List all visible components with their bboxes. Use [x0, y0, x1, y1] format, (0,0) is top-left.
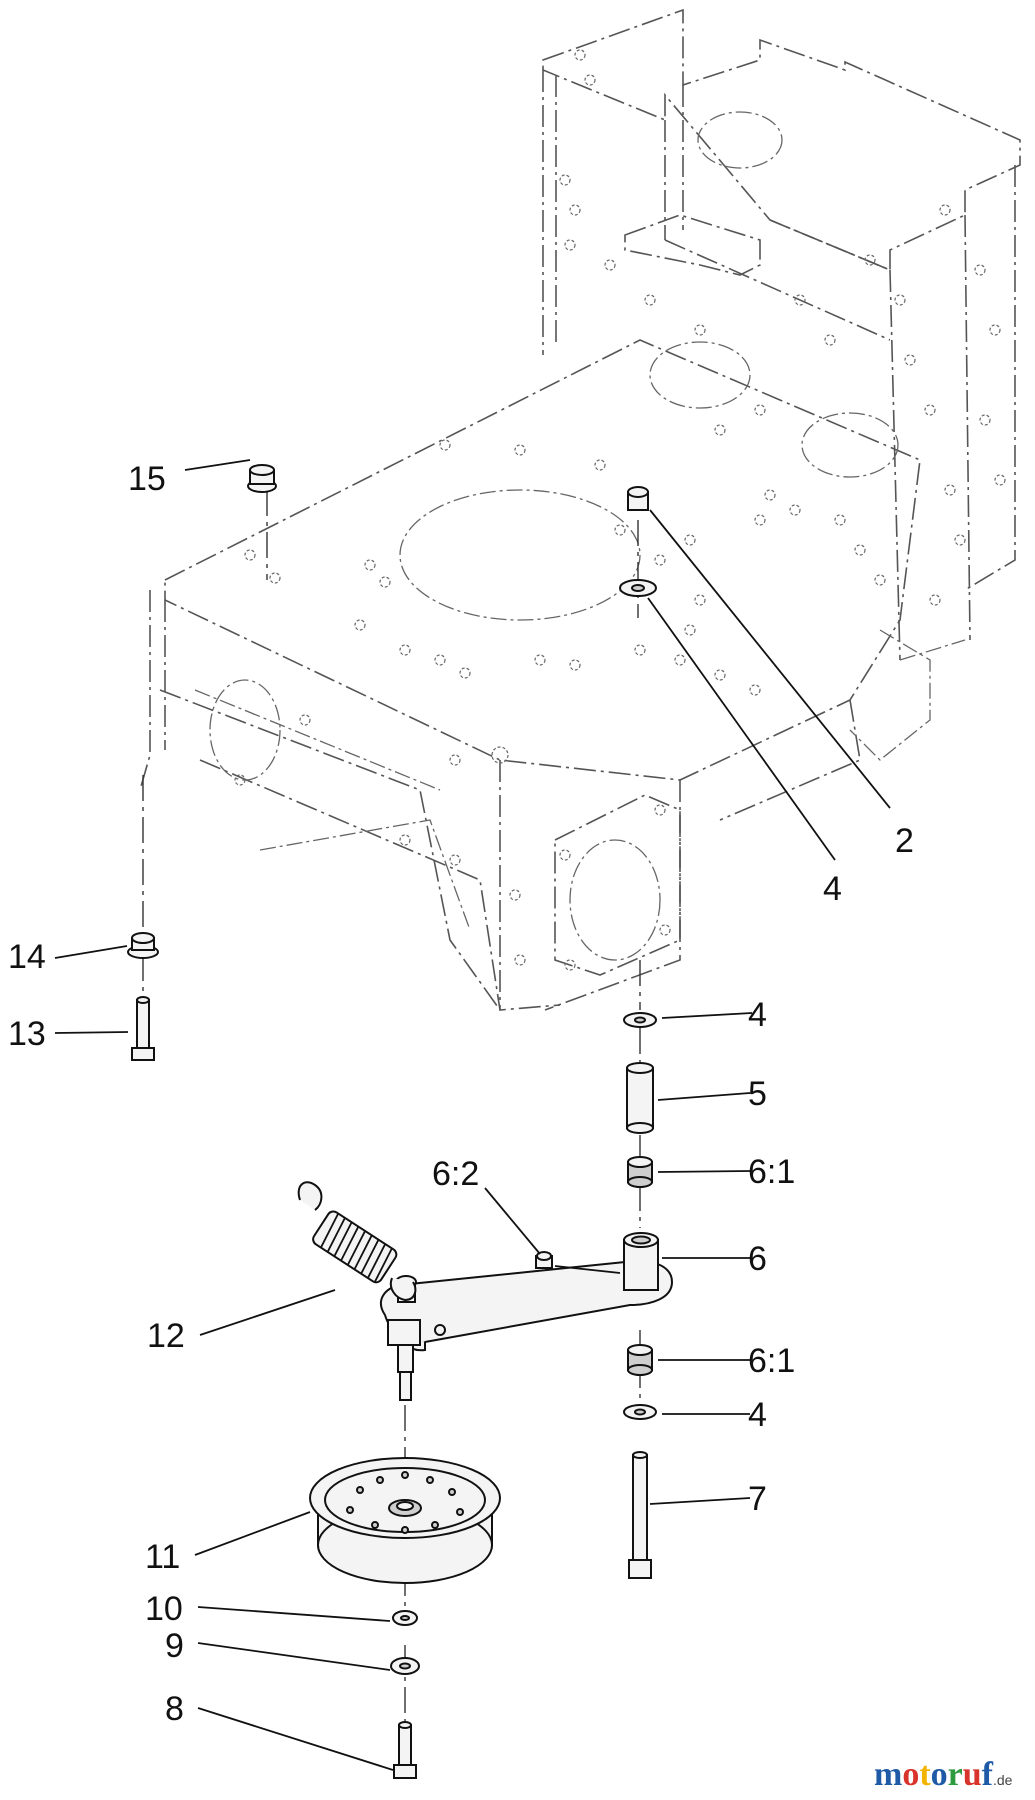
callout-6-2: 6:2 [432, 1155, 479, 1193]
part-11-idler-pulley [309, 1457, 501, 1584]
motoruf-logo: motoruf.de [874, 1756, 1013, 1793]
callout-4-middle: 4 [748, 996, 767, 1034]
callout-5: 5 [748, 1075, 767, 1113]
part-8-bolt [393, 1721, 417, 1779]
callout-6-1-upper: 6:1 [748, 1153, 795, 1191]
part-6-idler-arm [380, 1232, 674, 1401]
part-14-flange-nut [127, 932, 159, 959]
logo-suffix: .de [993, 1772, 1013, 1788]
frame-holes [234, 49, 1006, 971]
part-4-washer-upper [619, 579, 657, 597]
part-6-2-grease-fitting [535, 1251, 553, 1269]
callout-10: 10 [145, 1590, 183, 1628]
part-6-1-bushing-upper [627, 1156, 653, 1188]
logo-letter: f [982, 1756, 994, 1793]
part-15-flange-nut [247, 464, 277, 493]
callout-7: 7 [748, 1480, 767, 1518]
logo-letter: m [874, 1756, 902, 1793]
logo-letter: t [919, 1756, 931, 1793]
logo-letter: o [902, 1756, 919, 1793]
part-5-spacer [626, 1062, 654, 1134]
leader-lines [54, 459, 891, 1771]
callout-4-lower: 4 [748, 1396, 767, 1434]
callout-13: 13 [8, 1015, 46, 1053]
callout-6: 6 [748, 1240, 767, 1278]
part-4-washer-middle [623, 1012, 657, 1028]
logo-letter: u [963, 1756, 982, 1793]
part-13-bolt [131, 996, 155, 1061]
part-4-washer-lower [623, 1404, 657, 1420]
callout-8: 8 [165, 1690, 184, 1728]
logo-letter: r [948, 1756, 963, 1793]
logo-letter: o [931, 1756, 948, 1793]
part-9-washer [390, 1657, 420, 1675]
callout-15: 15 [128, 460, 166, 498]
callout-11: 11 [145, 1538, 180, 1576]
callout-4-upper: 4 [823, 870, 842, 908]
logo-wordmark: motoruf.de [874, 1756, 1013, 1793]
callout-14: 14 [8, 938, 46, 976]
callout-12: 12 [147, 1317, 185, 1355]
part-6-1-bushing-lower [627, 1344, 653, 1376]
part-12-spring [297, 1181, 417, 1302]
chassis-frame [139, 8, 1021, 1011]
callout-9: 9 [165, 1627, 184, 1665]
part-10-washer [392, 1610, 418, 1626]
callout-6-1-lower: 6:1 [748, 1342, 795, 1380]
callout-2: 2 [895, 822, 914, 860]
part-2-nut [627, 486, 649, 511]
callout-labels: 15 2 4 14 13 4 5 6:2 6:1 6 12 6:1 4 7 11… [8, 460, 914, 1728]
part-7-long-bolt [628, 1451, 652, 1579]
